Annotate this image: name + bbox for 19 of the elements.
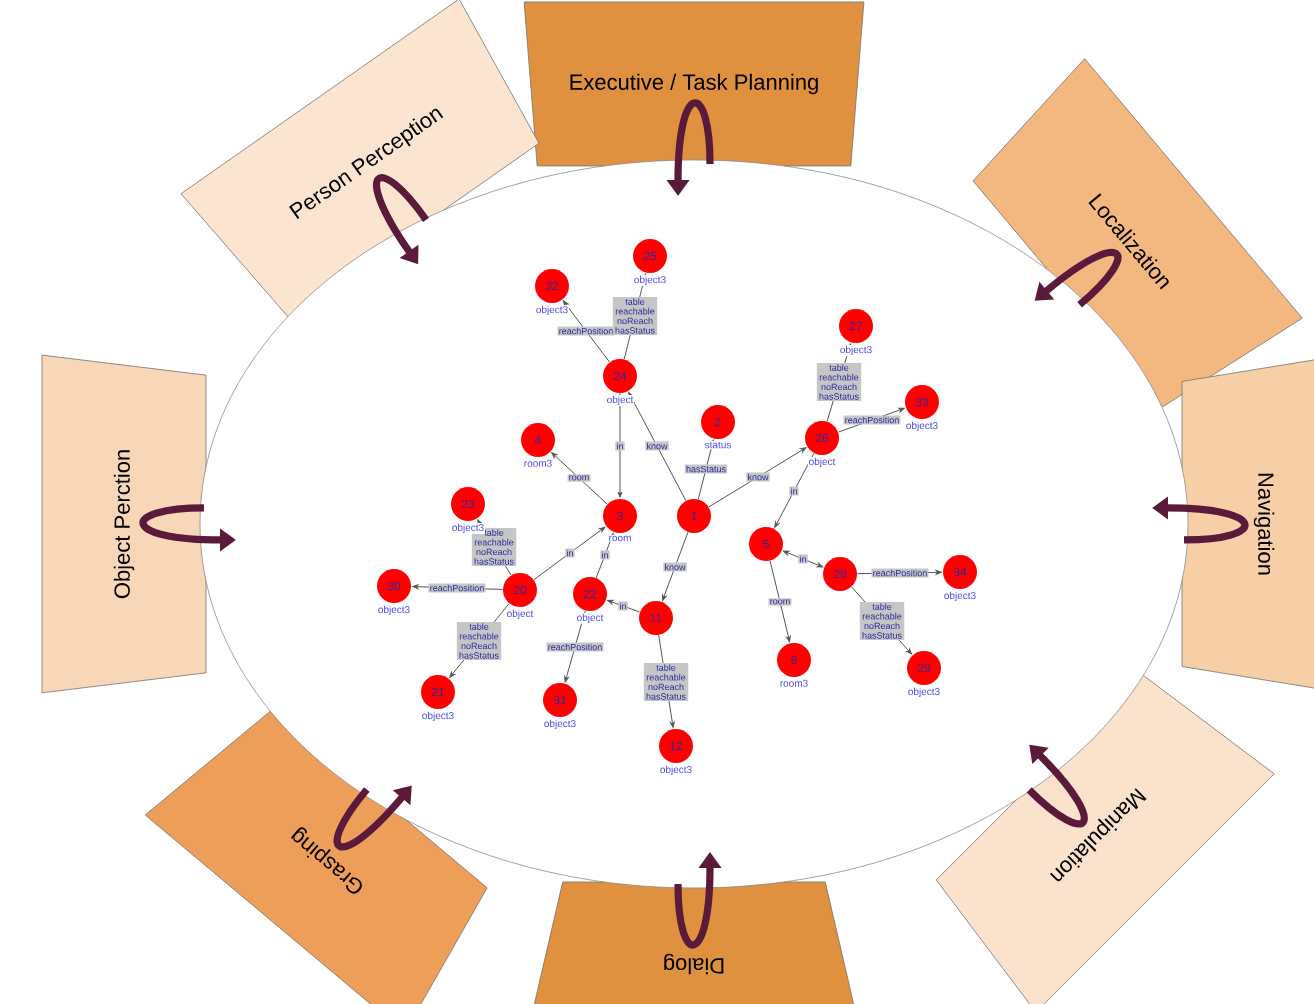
arrow: [533, 526, 606, 581]
arrow: [851, 586, 912, 655]
arrow: [449, 603, 510, 678]
arrow: [774, 452, 815, 528]
arrow: [628, 392, 687, 502]
arrow: [658, 634, 675, 728]
tab: Executive / Task Planning: [523, 1, 865, 167]
arrow: [708, 447, 807, 508]
arrow: [782, 550, 824, 568]
arrow: [562, 300, 610, 363]
arrow: [564, 610, 586, 683]
arrow: [617, 392, 623, 498]
tab: Object Perction: [41, 354, 207, 694]
arrow: [769, 560, 791, 643]
arrow: [607, 599, 641, 613]
tab: Dialog: [524, 881, 864, 1004]
arrow: [662, 531, 689, 601]
tab: Navigation: [1181, 354, 1314, 694]
arrow: [551, 452, 608, 505]
